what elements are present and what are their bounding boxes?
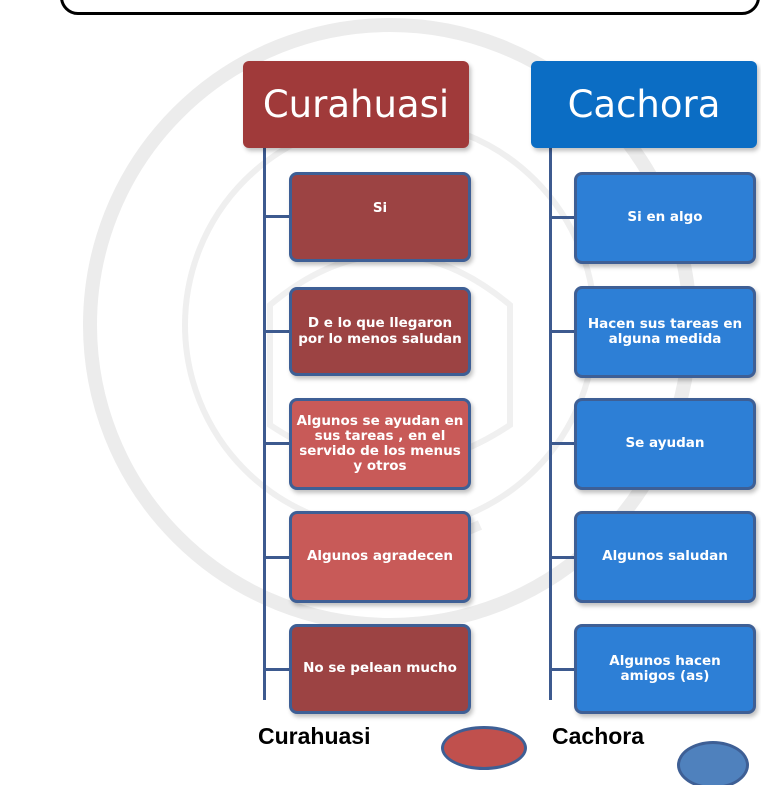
cachora-connector-2 <box>549 330 574 333</box>
curahuasi-item-3-text: Algunos se ayudan en sus tareas , en el … <box>296 412 464 475</box>
curahuasi-item-1-text: Si <box>372 200 388 216</box>
top-frame <box>60 0 760 15</box>
curahuasi-title: Curahuasi <box>262 83 450 126</box>
cachora-item-2-text: Hacen sus tareas en alguna medida <box>587 315 743 347</box>
legend-swatch-cachora <box>677 741 749 785</box>
curahuasi-connector-4 <box>263 556 289 559</box>
cachora-item-1-text: Si en algo <box>627 209 703 226</box>
curahuasi-item-1: Si <box>289 172 471 262</box>
legend-label-curahuasi: Curahuasi <box>258 723 371 749</box>
curahuasi-item-4-text: Algunos agradecen <box>306 548 454 565</box>
cachora-item-5: Algunos hacen amigos (as) <box>574 624 756 714</box>
cachora-item-5-text: Algunos hacen amigos (as) <box>609 652 721 684</box>
curahuasi-connector-3 <box>263 442 289 445</box>
curahuasi-connector-vertical <box>263 145 266 700</box>
cachora-item-4: Algunos saludan <box>574 511 756 603</box>
cachora-item-4-text: Algunos saludan <box>602 548 728 565</box>
cachora-connector-vertical <box>549 145 552 700</box>
cachora-connector-1 <box>549 216 574 219</box>
cachora-item-3-text: Se ayudan <box>625 435 705 452</box>
cachora-header: Cachora <box>531 61 757 148</box>
cachora-item-1: Si en algo <box>574 172 756 264</box>
cachora-connector-5 <box>549 668 574 671</box>
curahuasi-item-2-text: D e lo que llegaron por lo menos saludan <box>298 315 462 347</box>
legend-swatch-curahuasi <box>441 726 527 770</box>
curahuasi-connector-1 <box>263 215 289 218</box>
cachora-connector-4 <box>549 556 574 559</box>
legend-label-cachora: Cachora <box>552 723 645 749</box>
cachora-title: Cachora <box>567 83 721 126</box>
curahuasi-item-3: Algunos se ayudan en sus tareas , en el … <box>289 398 471 490</box>
cachora-item-3: Se ayudan <box>574 398 756 490</box>
curahuasi-item-5: No se pelean mucho <box>289 624 471 714</box>
curahuasi-item-4: Algunos agradecen <box>289 511 471 603</box>
cachora-item-2: Hacen sus tareas en alguna medida <box>574 286 756 378</box>
curahuasi-connector-2 <box>263 330 289 333</box>
curahuasi-connector-5 <box>263 668 289 671</box>
curahuasi-item-5-text: No se pelean mucho <box>303 660 457 677</box>
curahuasi-item-2: D e lo que llegaron por lo menos saludan <box>289 287 471 376</box>
cachora-connector-3 <box>549 442 574 445</box>
curahuasi-header: Curahuasi <box>243 61 469 148</box>
